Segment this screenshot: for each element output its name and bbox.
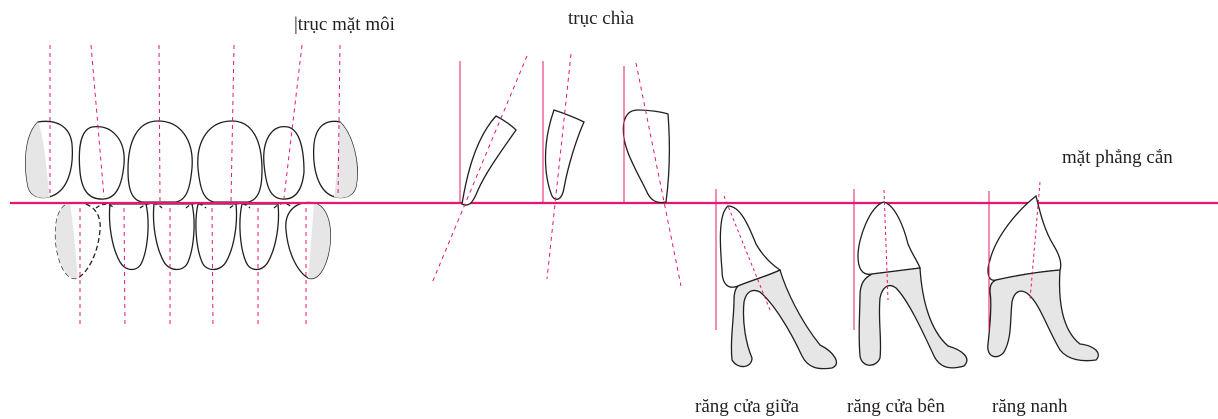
facial-axis-label: |trục mặt môi (294, 14, 395, 35)
upper-lateral-side (544, 109, 585, 200)
lower-left-lateral-incisor (108, 203, 149, 271)
upper-left-canine-shade (25, 122, 50, 198)
upper-teeth-side-view (461, 109, 670, 206)
canine-root (987, 269, 1099, 362)
lower-right-lateral-incisor (239, 203, 280, 271)
lateral-incisor-label: răng cửa bên (847, 396, 945, 417)
upper-teeth-front-view (25, 120, 358, 203)
central-incisor-root (730, 269, 837, 370)
upper-right-central-incisor (197, 120, 263, 203)
side-view-dashed-axes (723, 181, 1041, 311)
key-axis-guides (459, 61, 625, 203)
upper-central-side (461, 115, 517, 206)
canine-crown (987, 194, 1062, 281)
lower-teeth-front-view (54, 201, 332, 280)
key-axis-label: trục chìa (568, 8, 634, 29)
lower-side-view-teeth (719, 194, 1099, 370)
facial-axis-lines (49, 44, 341, 329)
key-axis-dashed (431, 53, 682, 287)
lateral-incisor-root (858, 267, 968, 369)
lateral-incisor-crown (857, 201, 921, 275)
lower-left-canine-shade (55, 203, 78, 279)
lower-right-canine-shade (308, 203, 331, 279)
canine-label: răng nanh (992, 396, 1068, 417)
side-view-vertical-guides (715, 189, 990, 330)
upper-right-canine-shade (334, 122, 358, 198)
upper-left-lateral-incisor (78, 126, 125, 200)
occlusal-plane-label: mặt phẳng cắn (1062, 147, 1173, 168)
central-incisor-label: răng cửa giữa (695, 396, 799, 417)
lower-right-central-incisor (195, 203, 238, 271)
lower-left-central-incisor (152, 203, 195, 271)
upper-right-lateral-incisor (263, 126, 305, 200)
upper-canine-side (622, 109, 670, 204)
